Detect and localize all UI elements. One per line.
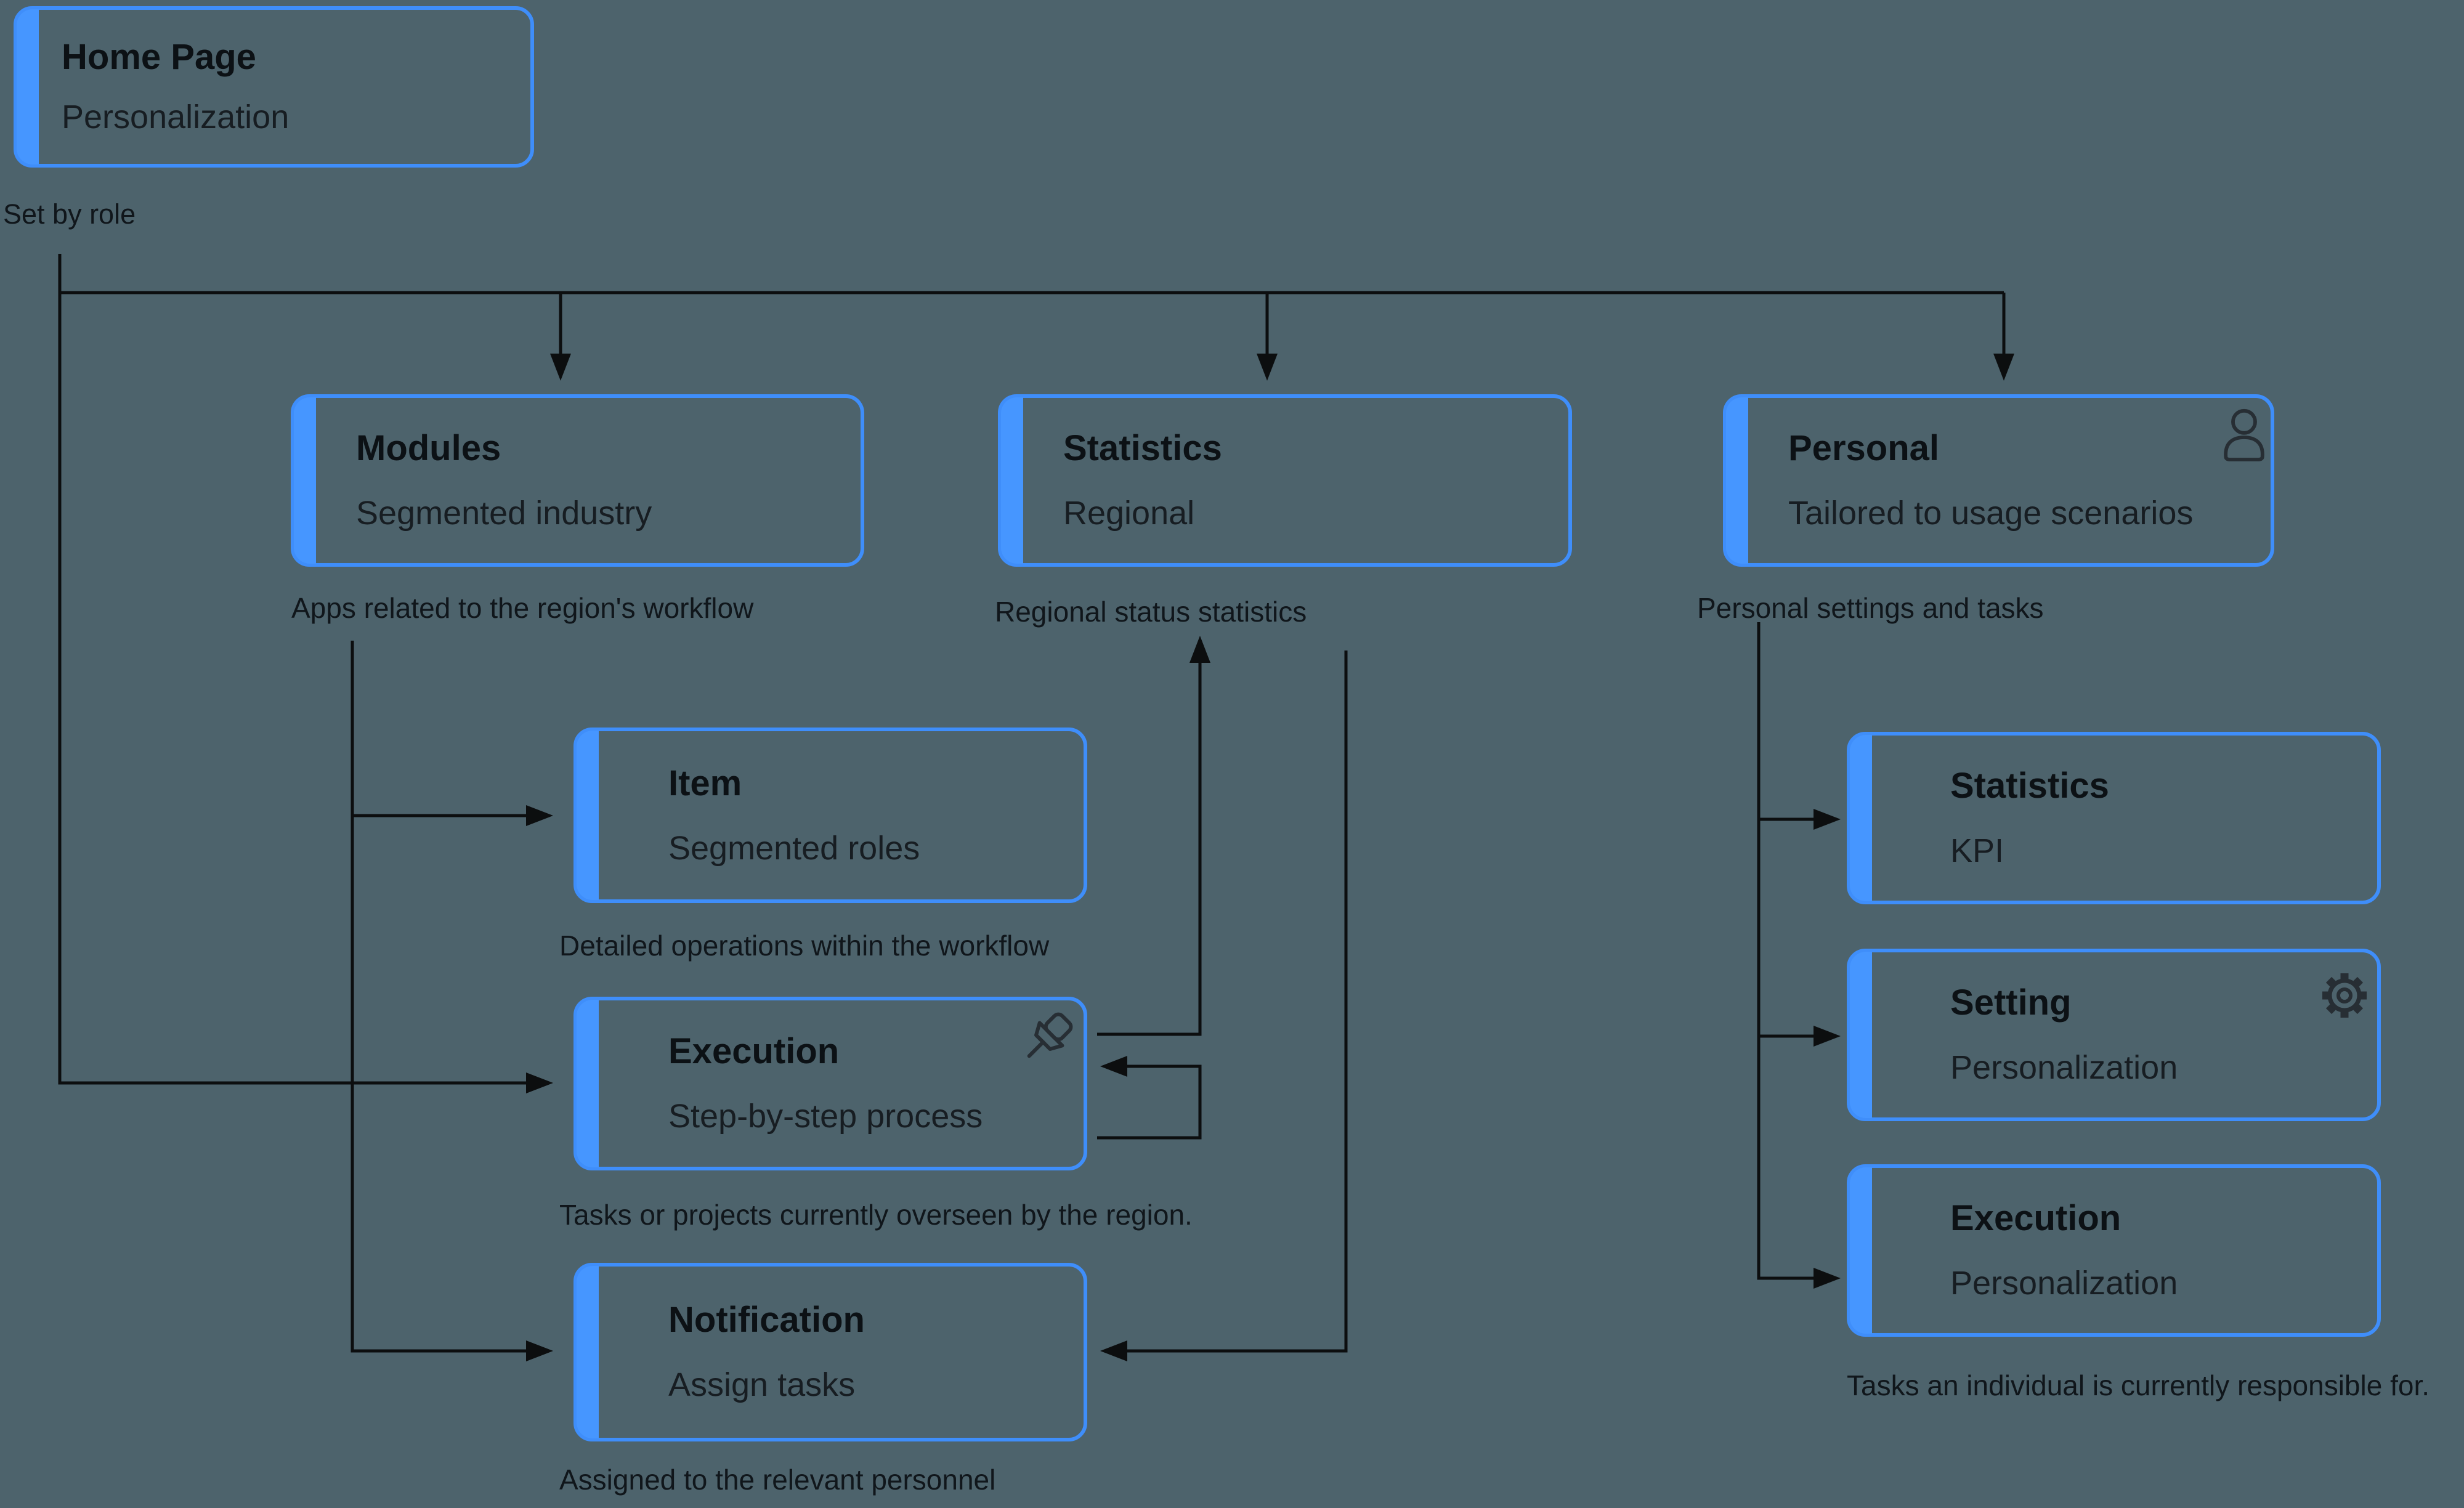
arrowheads: [526, 354, 2014, 1361]
caption-execution: Tasks or projects currently overseen by …: [559, 1199, 1193, 1231]
label-set-by-role: Set by role: [3, 198, 136, 230]
edge-personal-rail: [1757, 622, 1815, 1280]
node-title: Home Page: [62, 37, 256, 78]
pin-icon: [1027, 1012, 1073, 1058]
node-title: Execution: [1950, 1198, 2122, 1239]
accent-bar: [577, 731, 599, 900]
node-personal: Personal Tailored to usage scenarios: [1723, 394, 2274, 567]
node-subtitle: Personalization: [1950, 1049, 2178, 1087]
node-title: Statistics: [1063, 428, 1222, 469]
caption-personal-execution: Tasks an individual is currently respons…: [1847, 1369, 2430, 1401]
caption-modules: Apps related to the region's workflow: [291, 592, 754, 624]
edge-modules-rail: [351, 641, 527, 1353]
caption-notification: Assigned to the relevant personnel: [559, 1464, 996, 1496]
node-title: Statistics: [1950, 766, 2109, 806]
node-statistics: Statistics Regional: [998, 394, 1572, 567]
node-subtitle: Tailored to usage scenarios: [1788, 495, 2194, 532]
caption-item: Detailed operations within the workflow: [559, 930, 1050, 962]
accent-bar: [1850, 735, 1872, 901]
node-subtitle: KPI: [1950, 832, 2004, 870]
node-title: Execution: [668, 1031, 840, 1072]
node-subtitle: Step-by-step process: [668, 1098, 983, 1135]
accent-bar: [1726, 397, 1748, 564]
user-icon: [2224, 408, 2264, 461]
node-personal-execution: Execution Personalization: [1847, 1164, 2381, 1337]
node-subtitle: Segmented industry: [356, 495, 652, 532]
edge-home-execution: [58, 254, 527, 1085]
node-personal-statistics: Statistics KPI: [1847, 732, 2381, 904]
caption-personal: Personal settings and tasks: [1697, 592, 2044, 624]
accent-bar: [1850, 1167, 1872, 1334]
edge-statistics-notification: [1127, 651, 1348, 1353]
node-title: Notification: [668, 1300, 865, 1340]
accent-bar: [577, 1000, 599, 1167]
node-title: Item: [668, 763, 742, 803]
node-title: Modules: [356, 428, 501, 469]
node-modules: Modules Segmented industry: [291, 394, 864, 567]
node-item: Item Segmented roles: [573, 728, 1087, 903]
accent-bar: [1850, 952, 1872, 1118]
node-title: Personal: [1788, 428, 1939, 469]
accent-bar: [294, 397, 316, 564]
node-subtitle: Segmented roles: [668, 829, 920, 867]
node-subtitle: Personalization: [62, 99, 290, 136]
node-notification: Notification Assign tasks: [573, 1263, 1087, 1441]
edge-execution-statistics: [1097, 663, 1202, 1036]
node-home-page: Home Page Personalization: [14, 6, 534, 168]
accent-bar: [17, 9, 39, 164]
accent-bar: [1001, 397, 1023, 564]
node-subtitle: Assign tasks: [668, 1366, 856, 1404]
node-subtitle: Personalization: [1950, 1265, 2178, 1302]
edge-execution-loop: [1097, 1064, 1202, 1140]
node-title: Setting: [1950, 983, 2072, 1023]
node-execution: Execution Step-by-step process: [573, 997, 1087, 1170]
caption-statistics: Regional status statistics: [995, 596, 1307, 628]
node-personal-setting: Setting Personalization: [1847, 949, 2381, 1121]
accent-bar: [577, 1266, 599, 1438]
node-subtitle: Regional: [1063, 495, 1195, 532]
gear-icon: [2322, 973, 2367, 1018]
